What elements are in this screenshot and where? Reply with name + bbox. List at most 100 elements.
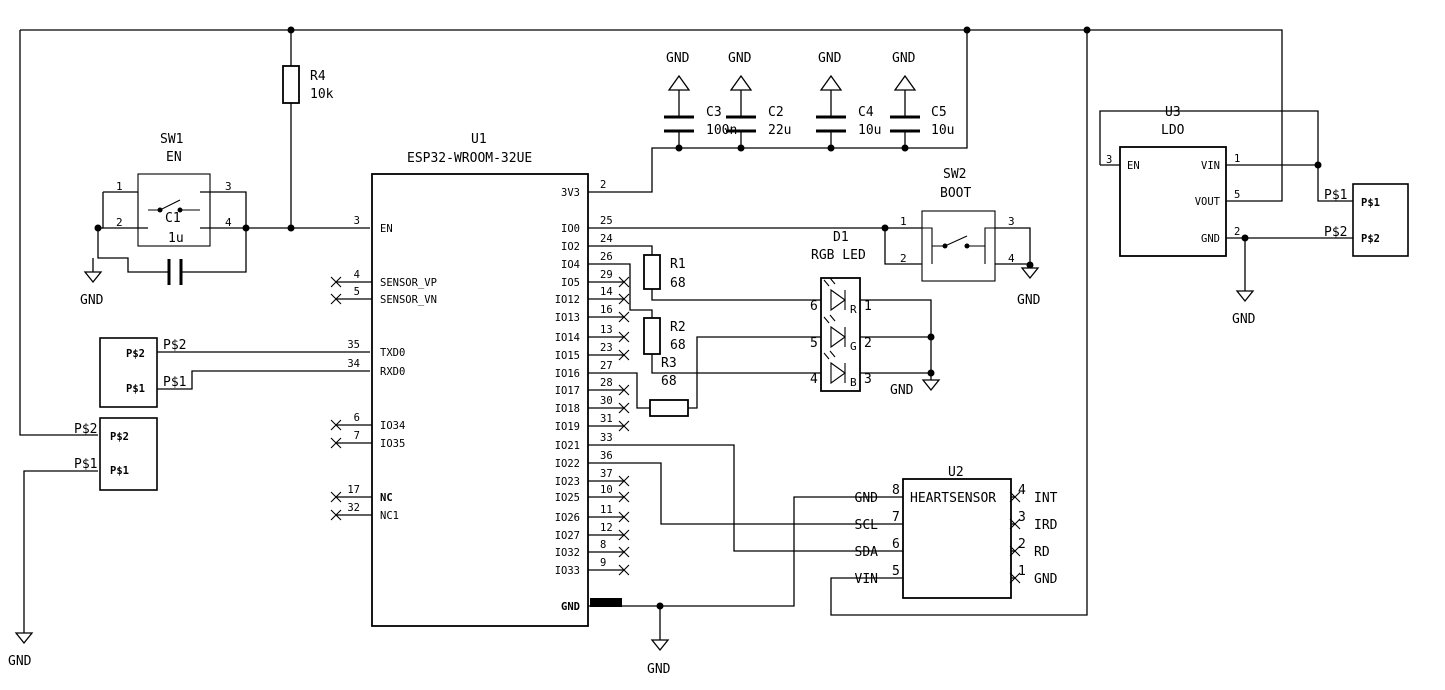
u2-pin-name: IRD — [1034, 518, 1058, 533]
u1-pin-num: 25 — [600, 215, 613, 227]
svg-text:GND: GND — [8, 654, 32, 669]
u1-pin-name: IO0 — [561, 223, 580, 235]
u2-pin-name: GND — [1034, 572, 1058, 587]
u2-value: HEARTSENSOR — [910, 491, 996, 506]
u1-pin-name: RXD0 — [380, 366, 405, 378]
u2-pin-num: 3 — [1018, 510, 1026, 525]
d1-pin6: 6 — [810, 299, 818, 314]
no-connect-mark — [618, 529, 630, 541]
u1-pin-name: IO12 — [555, 294, 580, 306]
u1-pin-name: IO15 — [555, 350, 580, 362]
no-connect-mark — [330, 491, 342, 503]
conn-batt-pin1: P$2 — [110, 431, 129, 443]
u2-pin-name: SDA — [855, 545, 879, 560]
u1-pin-num: 28 — [600, 377, 613, 389]
no-connect-mark — [618, 331, 630, 343]
u1-pin-num: 9 — [600, 557, 606, 569]
sw1-pin2: 2 — [116, 216, 123, 229]
u2-pin-name: VIN — [855, 572, 878, 587]
u1-pin-name: IO23 — [555, 476, 580, 488]
u1-pin-name: IO32 — [555, 547, 580, 559]
u3-pin-num: 3 — [1106, 154, 1112, 166]
resistor-r4: R4 10k — [282, 65, 334, 104]
led-resistors: R1 68 R2 68 R3 68 — [588, 245, 823, 417]
u1-pin-name: IO16 — [555, 368, 580, 380]
connector-ldo: P$1 P$2 P$1 P$2 — [1324, 183, 1409, 257]
u3-value: LDO — [1161, 123, 1185, 138]
u3-pin-name: VOUT — [1195, 196, 1221, 208]
u1-pin-num: 13 — [600, 324, 613, 336]
u1-pin-name: SENSOR_VP — [380, 277, 437, 289]
d1-letter-b: B — [850, 376, 857, 389]
c3-value: 100n — [706, 123, 737, 138]
u1-pin-num: 4 — [354, 269, 360, 281]
switch-sw1: 1 2 3 4 SW1 EN — [98, 132, 247, 247]
u1-pin-num: 5 — [354, 286, 360, 298]
u2-pin-num: 4 — [1018, 483, 1026, 498]
conn-uart-net2: P$1 — [163, 375, 186, 390]
sw2-pin3: 3 — [1008, 215, 1015, 228]
u2-pin-name: RD — [1034, 545, 1050, 560]
switch-sw2: 1 2 3 4 SW2 BOOT GND — [588, 167, 1041, 308]
u1-pin-num: 12 — [600, 522, 613, 534]
u1-pin-num: 26 — [600, 251, 613, 263]
c5-value: 10u — [931, 123, 954, 138]
u1-pin-num: 3 — [354, 215, 360, 227]
u1-pin-name: IO25 — [555, 492, 580, 504]
no-connect-mark — [1009, 491, 1021, 503]
sw1-ref: SW1 — [160, 132, 183, 147]
u1-pin-name: IO13 — [555, 312, 580, 324]
no-connect-mark — [330, 293, 342, 305]
d1-letter-g: G — [850, 340, 857, 353]
no-connect-mark — [1009, 545, 1021, 557]
u2-pin-name: GND — [855, 491, 879, 506]
u1-pin-name: SENSOR_VN — [380, 294, 437, 306]
u1-pin-num: 30 — [600, 395, 613, 407]
sw1-value: EN — [166, 150, 182, 165]
r1-value: 68 — [670, 276, 686, 291]
u1-pin-num: 29 — [600, 269, 613, 281]
decoupling-caps: GND GND GND GND C3 100n C2 22u C4 10u C5… — [588, 51, 954, 193]
no-connect-mark — [1009, 572, 1021, 584]
u1-pin-num: 11 — [600, 504, 613, 516]
u1-pin-num: 31 — [600, 413, 613, 425]
u1-pin-num: 23 — [600, 342, 613, 354]
d1-pin4: 4 — [810, 372, 818, 387]
c2-value: 22u — [768, 123, 791, 138]
d1-letter-r: R — [850, 303, 857, 316]
no-connect-mark — [1009, 518, 1021, 530]
u1-pin-name: IO4 — [561, 259, 580, 271]
sw2-pin1: 1 — [900, 215, 907, 228]
r4-value: 10k — [310, 87, 334, 102]
no-connect-mark — [618, 276, 630, 288]
gnd-symbol-sw1: GND — [80, 258, 104, 308]
r3-ref: R3 — [661, 356, 677, 371]
conn-uart-pin2: P$1 — [126, 383, 145, 395]
sw2-ref: SW2 — [943, 167, 966, 182]
sw2-value: BOOT — [940, 186, 971, 201]
u2-pin-num: 6 — [892, 537, 900, 552]
u2-pin-num: 5 — [892, 564, 900, 579]
u1-pin-num: 14 — [600, 286, 613, 298]
u1-pin-num: 2 — [600, 179, 606, 191]
ic-u1: U1 ESP32-WROOM-32UE 3EN4SENSOR_VP5SENSOR… — [330, 132, 630, 627]
u1-pin-num: 27 — [600, 360, 613, 372]
top-rail-wires — [19, 29, 1283, 616]
svg-text:GND: GND — [818, 51, 842, 66]
u1-pin-num: 10 — [600, 484, 613, 496]
conn-ldo-pin1: P$1 — [1361, 197, 1380, 209]
led-g — [823, 314, 846, 349]
no-connect-mark — [618, 384, 630, 396]
u1-pin-num: 33 — [600, 432, 613, 444]
d1-pin2: 2 — [864, 336, 872, 351]
u1-value: ESP32-WROOM-32UE — [407, 151, 532, 166]
c4-ref: C4 — [858, 105, 874, 120]
d1-ref: D1 — [833, 230, 849, 245]
sw1-pin3: 3 — [225, 180, 232, 193]
u1-right-pins: 23V325IO024IO226IO429IO514IO1216IO1313IO… — [555, 179, 630, 613]
u1-pin-name: GND — [561, 601, 580, 613]
no-connect-mark — [330, 509, 342, 521]
r3-value: 68 — [661, 374, 677, 389]
svg-text:GND: GND — [890, 383, 914, 398]
